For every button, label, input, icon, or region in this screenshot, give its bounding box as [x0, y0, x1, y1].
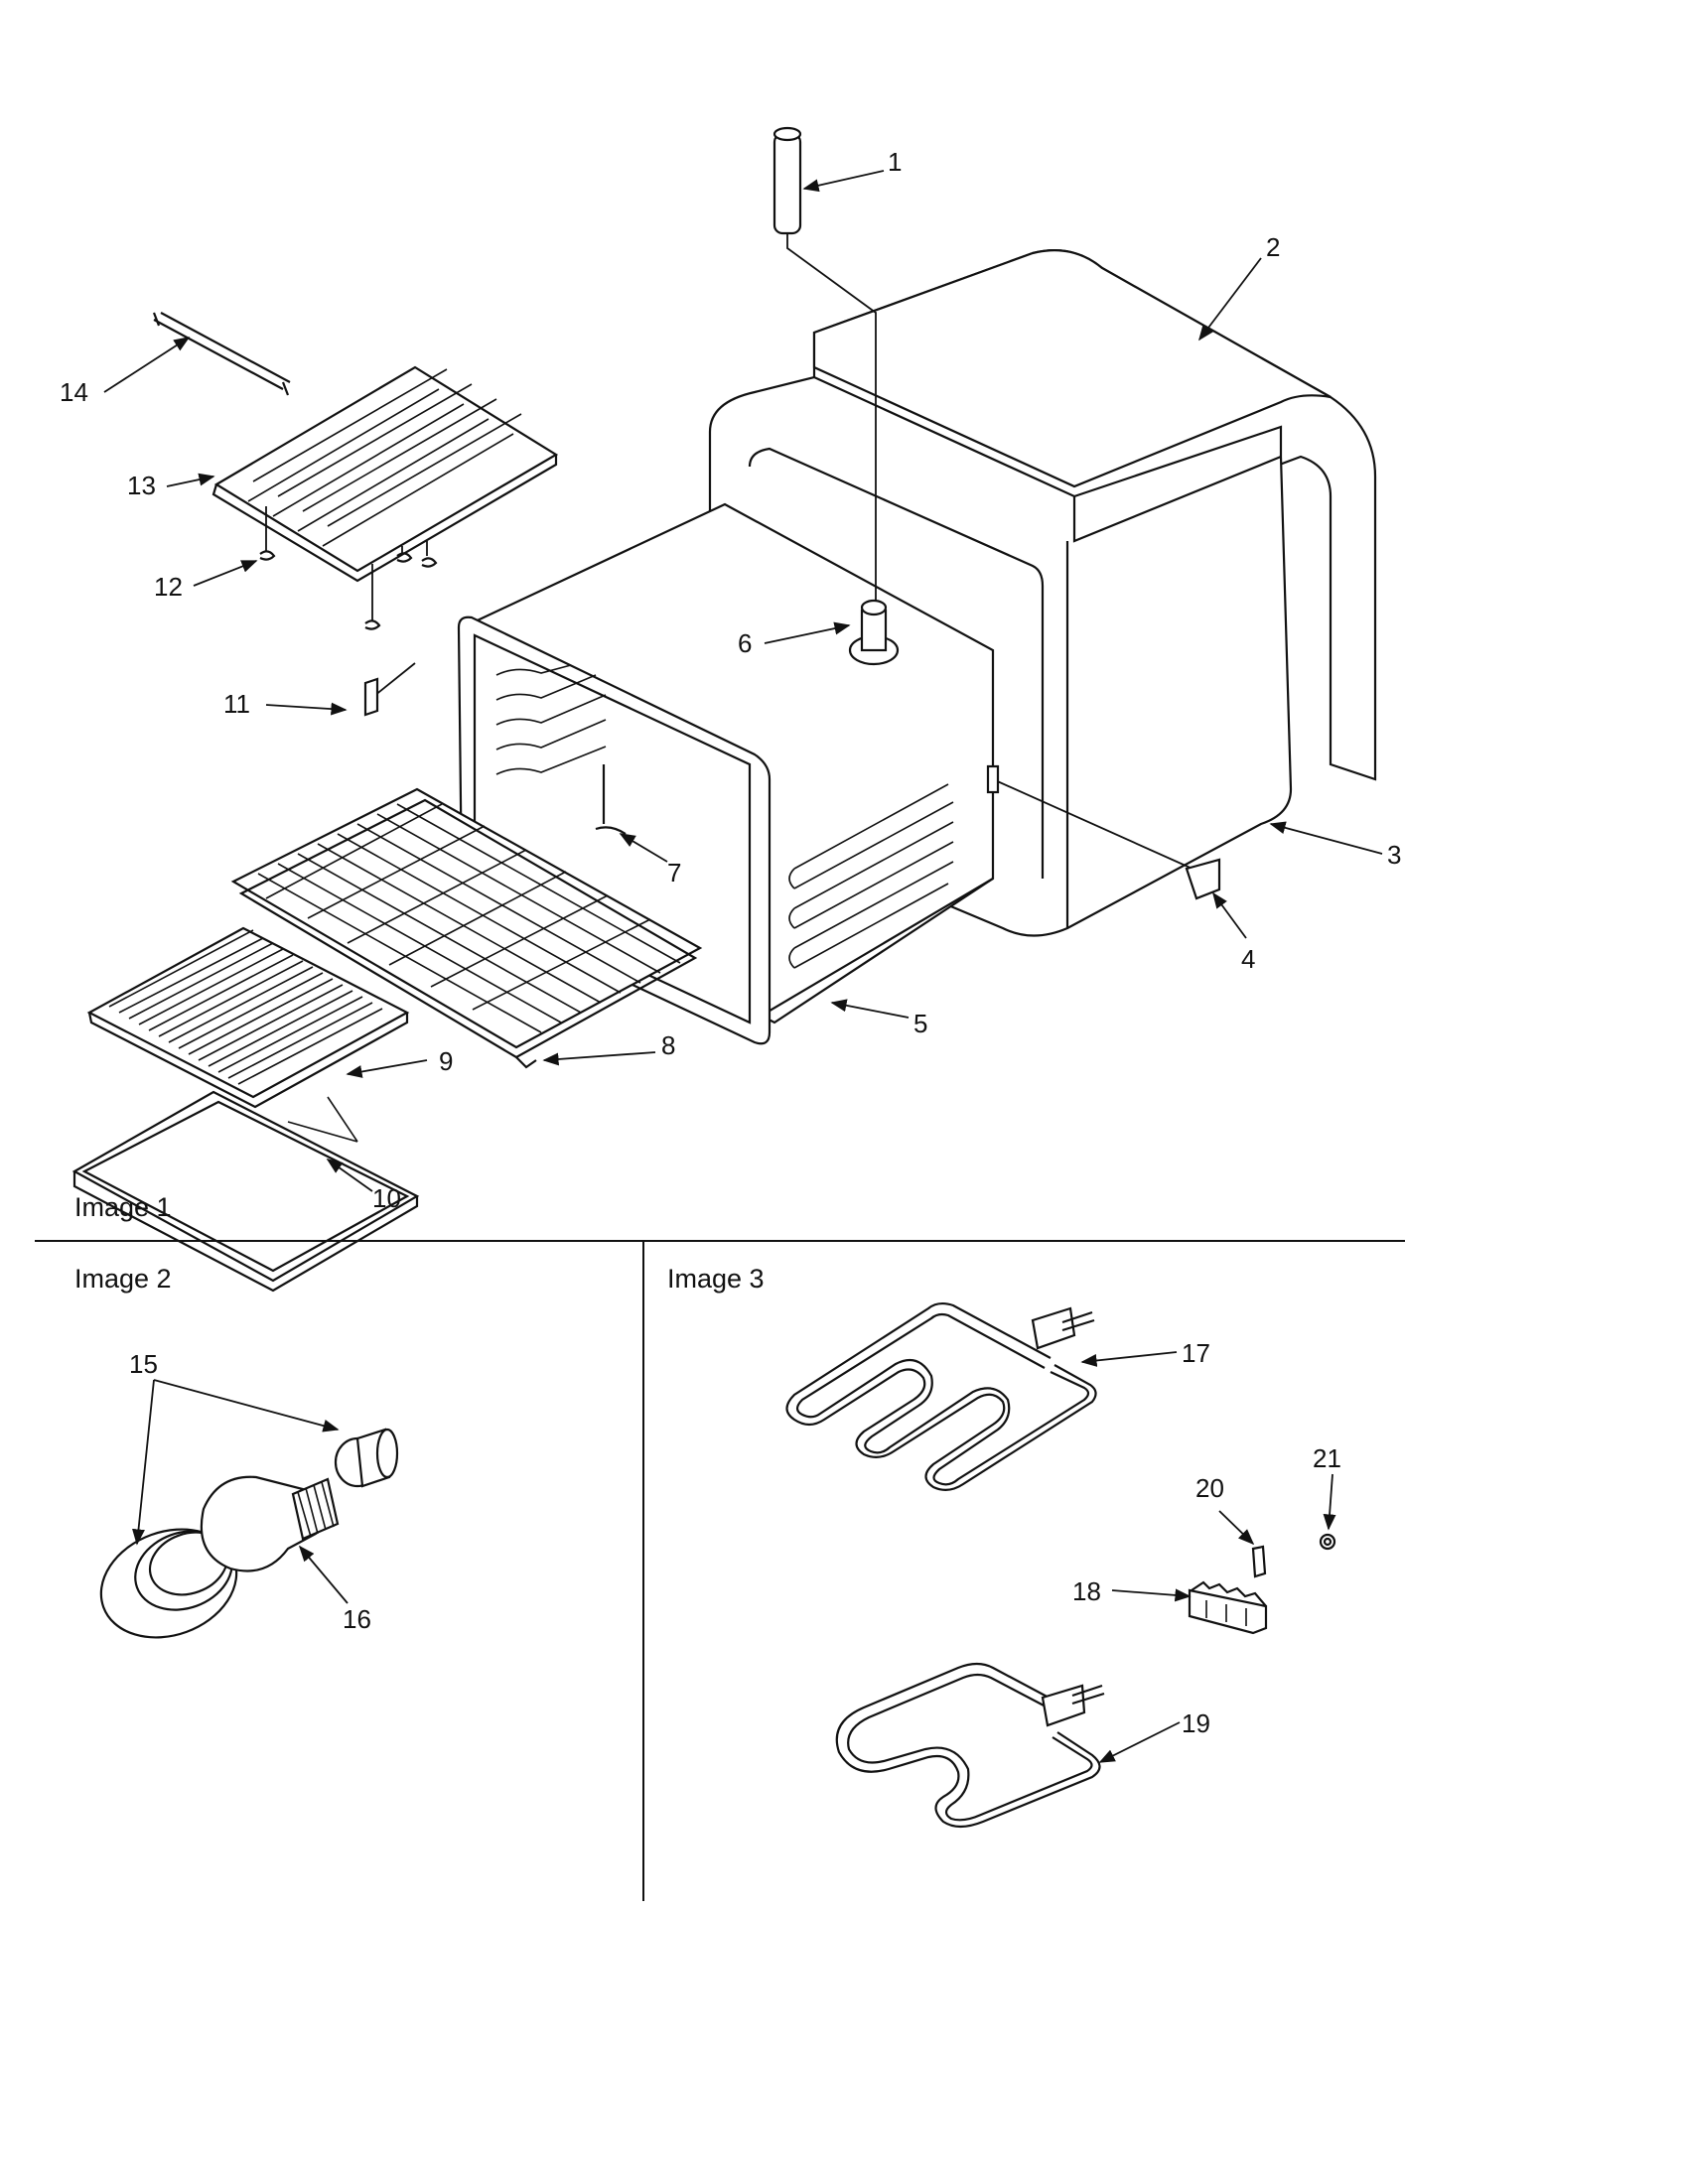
callout-7: 7 [667, 858, 681, 887]
part-7-rack-stop [595, 764, 627, 835]
part-11-bracket [363, 662, 416, 717]
part-8-oven-rack [230, 787, 703, 1069]
part-19-broil-element [835, 1662, 1105, 1829]
part-18-terminal-block [1188, 1580, 1268, 1635]
leader-17 [1080, 1351, 1178, 1367]
callout-14: 14 [60, 377, 88, 407]
leader-14 [103, 337, 191, 393]
callout-13: 13 [127, 471, 156, 500]
callout-20: 20 [1195, 1473, 1224, 1503]
callout-6: 6 [738, 628, 752, 658]
part-15-collar [334, 1428, 399, 1488]
section-label-image-2: Image 2 [74, 1264, 172, 1294]
callout-19: 19 [1182, 1708, 1210, 1738]
leader-5 [830, 999, 910, 1019]
image1-group: 1 2 3 4 5 6 7 8 9 10 11 12 13 14 Image 1 [60, 126, 1401, 1293]
leader-7 [619, 833, 668, 863]
part-4-bracket [986, 764, 1221, 900]
leader-18 [1111, 1588, 1192, 1602]
leader-6 [764, 621, 851, 644]
part-12-clips [259, 506, 438, 630]
leader-13 [166, 473, 215, 487]
part-17-bake-element [785, 1301, 1097, 1491]
leader-9 [346, 1059, 428, 1078]
leader-20 [1218, 1510, 1255, 1546]
part-1-sensor [772, 126, 877, 601]
part-10-broiler-pan [71, 1090, 420, 1293]
leader-16 [298, 1545, 349, 1604]
callout-1: 1 [888, 147, 902, 177]
callout-4: 4 [1241, 944, 1255, 974]
part-15-lens-cover [99, 1528, 238, 1639]
callout-18: 18 [1072, 1576, 1101, 1606]
image2-group: Image 2 15 16 [74, 1264, 399, 1639]
callout-3: 3 [1387, 840, 1401, 870]
section-label-image-3: Image 3 [667, 1264, 765, 1294]
leader-3 [1269, 821, 1383, 855]
leader-10 [326, 1159, 373, 1192]
callout-11: 11 [223, 689, 250, 719]
part-14-rod [152, 312, 291, 396]
callout-8: 8 [661, 1030, 675, 1060]
part-6-grommet [848, 599, 900, 666]
callout-21: 21 [1313, 1443, 1341, 1473]
leader-15a [132, 1379, 155, 1546]
leader-2 [1198, 257, 1262, 341]
callout-17: 17 [1182, 1338, 1210, 1368]
callout-15: 15 [129, 1349, 158, 1379]
callout-9: 9 [439, 1046, 453, 1076]
leader-15b [153, 1379, 340, 1433]
leader-19 [1098, 1721, 1181, 1763]
callout-2: 2 [1266, 232, 1280, 262]
callout-12: 12 [154, 572, 183, 602]
leader-12 [193, 560, 258, 587]
section-label-image-1: Image 1 [74, 1192, 172, 1222]
leader-1 [802, 170, 885, 193]
callout-10: 10 [372, 1183, 401, 1213]
part-16-bulb [200, 1475, 340, 1572]
part-9-broiler-grid [86, 926, 410, 1109]
leader-4 [1212, 891, 1247, 939]
part-21-nut [1319, 1533, 1336, 1551]
callout-16: 16 [343, 1604, 371, 1634]
callout-5: 5 [913, 1009, 927, 1038]
leader-8 [542, 1051, 656, 1066]
leader-11 [265, 702, 348, 716]
image3-group: Image 3 [667, 1264, 1341, 1829]
part-20-bracket [1251, 1545, 1267, 1578]
part-13-cover [211, 365, 559, 583]
leader-21 [1323, 1473, 1336, 1531]
